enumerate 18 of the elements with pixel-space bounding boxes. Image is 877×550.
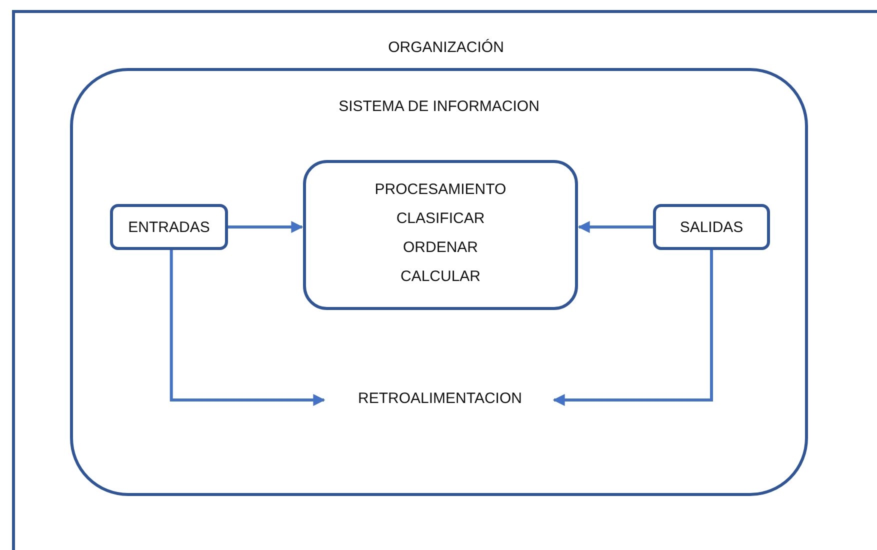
arrow	[228, 221, 304, 233]
box-label: ORDENAR	[402, 239, 479, 256]
box-label: CALCULAR	[399, 268, 482, 285]
box-label: SISTEMA DE INFORMACION	[338, 98, 540, 115]
system-box	[70, 68, 808, 496]
arrow	[170, 250, 326, 406]
box-label: ENTRADAS	[127, 219, 211, 236]
process-box	[653, 204, 770, 250]
box-label: PROCESAMIENTO	[374, 181, 508, 198]
box-label: ORGANIZACIÓN	[387, 39, 505, 56]
box-label: CLASIFICAR	[395, 210, 486, 227]
process-box	[303, 160, 578, 310]
organization-frame	[12, 10, 877, 550]
arrow	[552, 250, 713, 406]
arrow	[578, 221, 653, 233]
box-label: SALIDAS	[678, 219, 744, 236]
process-box	[110, 204, 228, 250]
flow-label: RETROALIMENTACION	[357, 390, 523, 407]
